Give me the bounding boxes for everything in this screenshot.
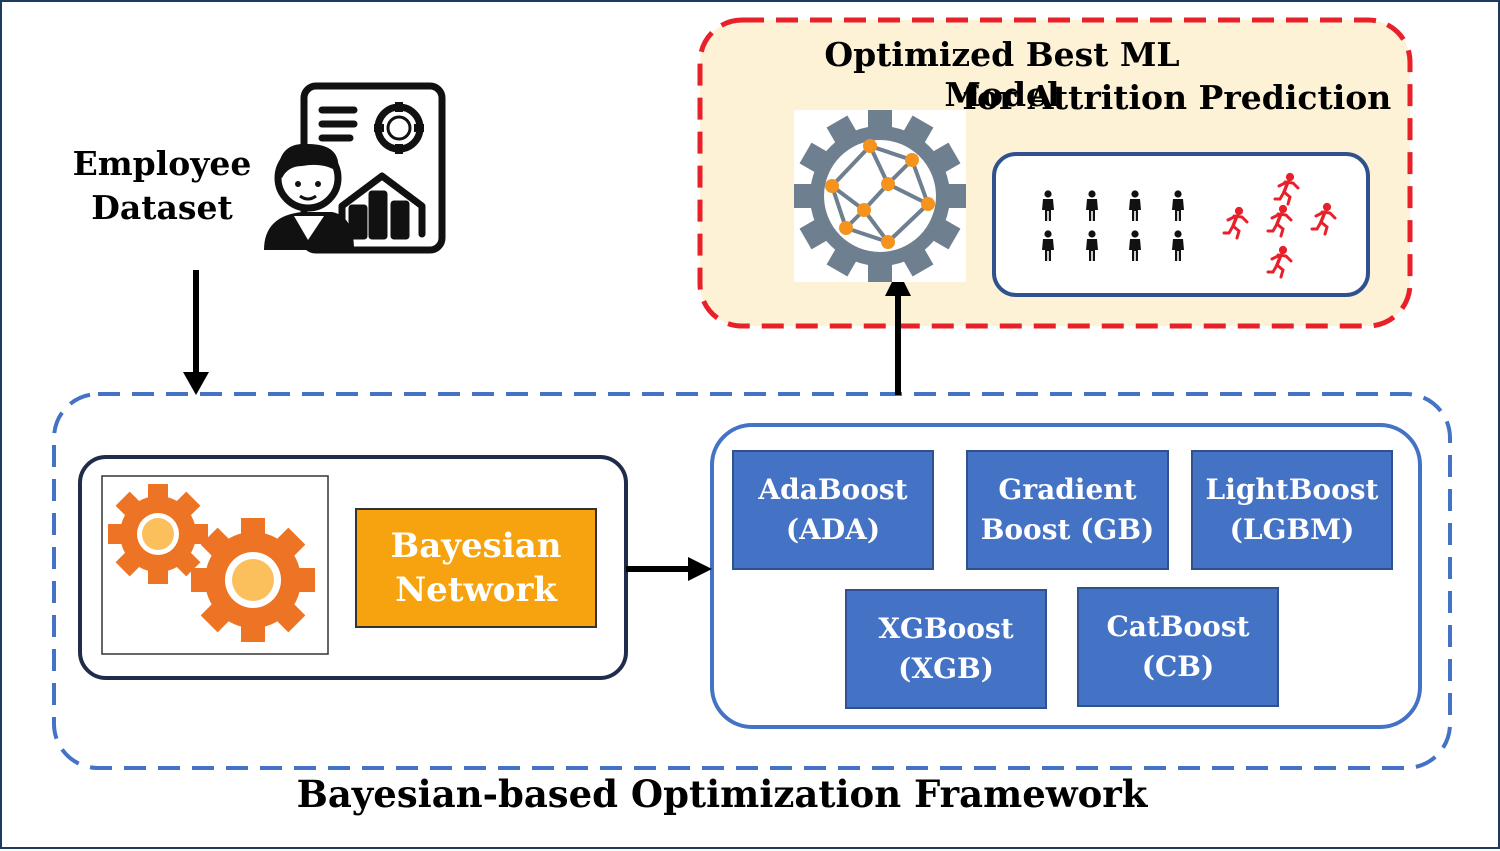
model-box-lightboost: LightBoost (LGBM) bbox=[1191, 450, 1393, 570]
model-abbrev: (CB) bbox=[1141, 650, 1215, 683]
arrow-optimizer-to-models bbox=[626, 557, 712, 581]
model-name: CatBoost bbox=[1106, 610, 1250, 643]
bayesian-network-line1: Bayesian bbox=[390, 526, 562, 566]
output-title-line1: Optimized Best ML Model bbox=[824, 35, 1180, 114]
model-name: LightBoost bbox=[1205, 473, 1379, 506]
framework-label: Bayesian-based Optimization Framework bbox=[296, 772, 1148, 816]
input-label-line2: Dataset bbox=[91, 188, 233, 227]
model-box-catboost: CatBoost (CB) bbox=[1077, 587, 1279, 707]
model-name: XGBoost bbox=[878, 612, 1014, 645]
model-box-gradient-boost: Gradient Boost (GB) bbox=[966, 450, 1169, 570]
framework-container bbox=[52, 392, 1452, 770]
bayesian-network-box: Bayesian Network bbox=[355, 508, 597, 628]
model-name: AdaBoost bbox=[758, 473, 908, 506]
output-title-line2: for Attrition Prediction bbox=[962, 78, 1392, 117]
model-abbrev: (LGBM) bbox=[1229, 513, 1355, 546]
model-abbrev: (ADA) bbox=[785, 513, 881, 546]
gears-frame bbox=[101, 475, 329, 655]
arrow-models-to-output bbox=[885, 270, 911, 395]
arrow-dataset-to-framework bbox=[183, 270, 209, 395]
model-box-adaboost: AdaBoost (ADA) bbox=[732, 450, 934, 570]
input-label: Employee Dataset bbox=[62, 142, 262, 230]
model-name: Gradient bbox=[998, 473, 1137, 506]
bayesian-network-line2: Network bbox=[395, 570, 557, 610]
input-label-line1: Employee bbox=[72, 144, 252, 183]
model-box-xgboost: XGBoost (XGB) bbox=[845, 589, 1047, 709]
people-container bbox=[992, 152, 1370, 297]
model-abbrev: (XGB) bbox=[898, 652, 994, 685]
model-abbrev: Boost (GB) bbox=[980, 513, 1155, 546]
